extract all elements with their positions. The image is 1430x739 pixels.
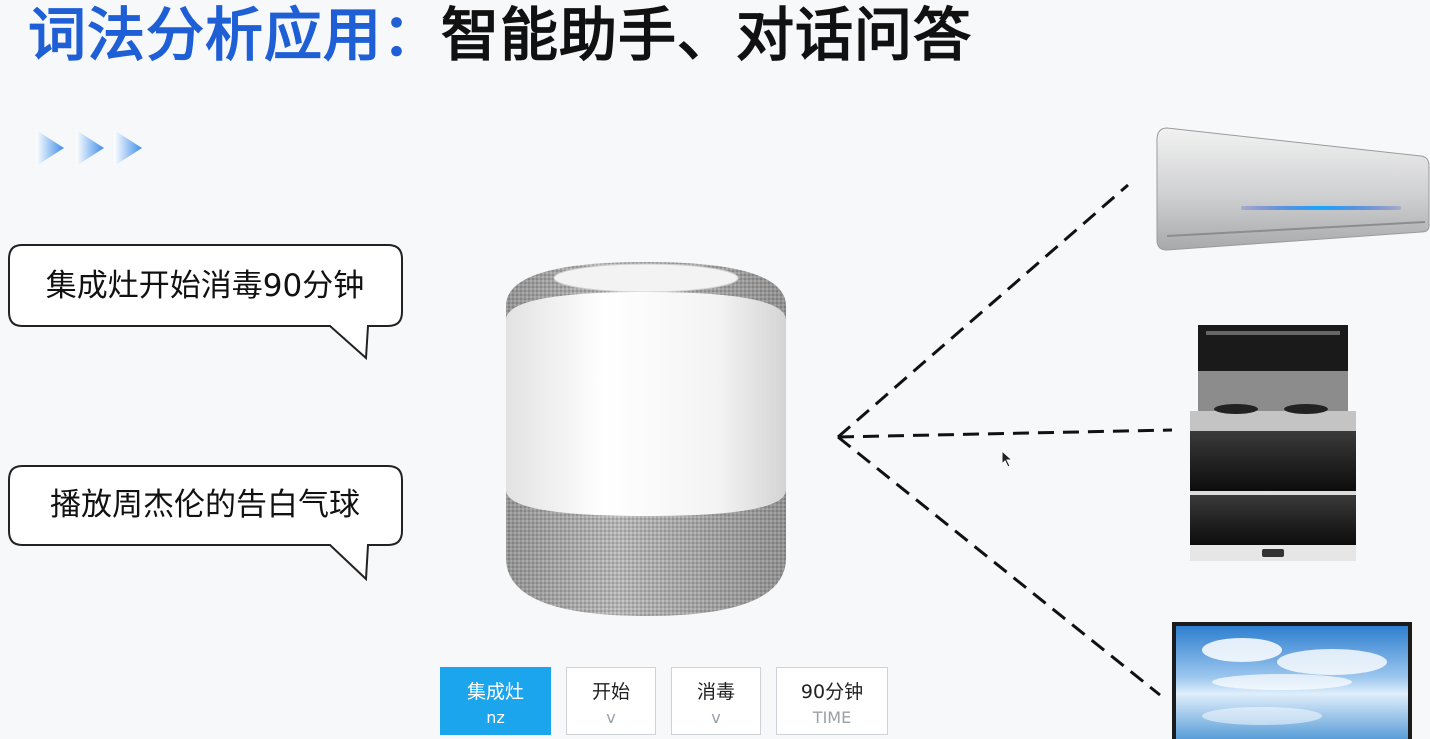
smart-speaker-image — [506, 262, 786, 616]
television-image — [1172, 622, 1412, 739]
bubble-text: 集成灶开始消毒90分钟 — [45, 268, 365, 304]
token-box: 集成灶 nz — [440, 667, 551, 735]
token-word: 集成灶 — [466, 681, 524, 703]
page-title: 词法分析应用：智能助手、对话问答 — [28, 0, 972, 70]
chevron-arrows-icon — [36, 130, 142, 166]
title-rest: 智能助手、对话问答 — [441, 1, 973, 69]
token-word: 90分钟 — [800, 681, 864, 703]
bubble-text: 播放周杰伦的告白气球 — [50, 487, 360, 523]
token-tag: v — [711, 708, 721, 727]
integrated-stove-image — [1190, 325, 1356, 561]
title-separator: ： — [382, 1, 442, 69]
mouse-cursor-icon — [1001, 450, 1014, 468]
token-tag: TIME — [812, 708, 852, 727]
token-word: 消毒 — [696, 681, 735, 703]
token-tag: nz — [486, 708, 505, 727]
title-highlight: 词法分析应用 — [28, 1, 383, 69]
air-conditioner-image — [1156, 127, 1430, 251]
token-box: 消毒 v — [671, 667, 761, 735]
token-box: 开始 v — [566, 667, 656, 735]
token-box: 90分钟 TIME — [776, 667, 888, 735]
connection-lines — [837, 183, 1173, 697]
speech-bubble-1: 集成灶开始消毒90分钟 — [8, 244, 404, 362]
speech-bubble-2: 播放周杰伦的告白气球 — [8, 465, 404, 583]
token-tag: v — [606, 708, 616, 727]
token-word: 开始 — [591, 681, 630, 703]
